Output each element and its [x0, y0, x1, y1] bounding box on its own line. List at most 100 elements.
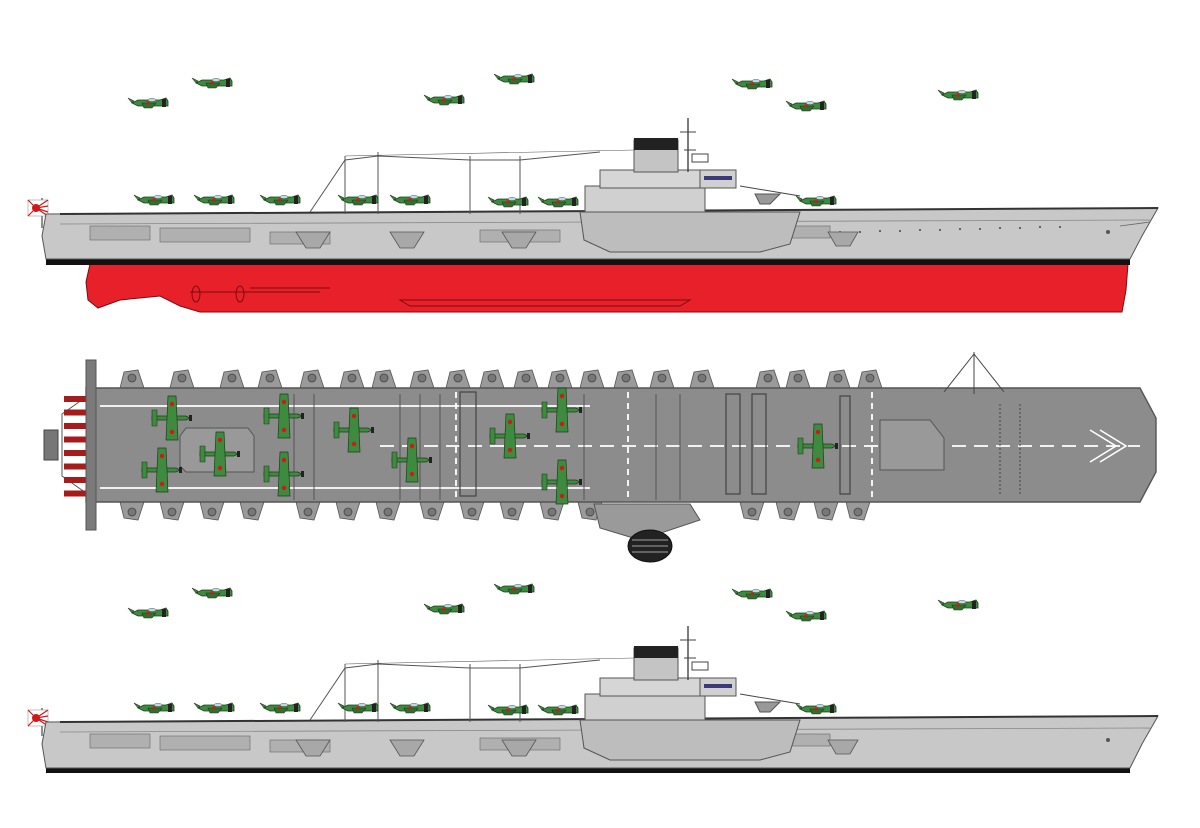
fighter-aircraft-icon: [537, 704, 579, 716]
gun-mount: [427, 507, 437, 517]
gun-mount: [833, 373, 843, 383]
deck-parked-aircraft: [133, 194, 837, 208]
deck-stripe: [64, 477, 94, 483]
deck-stripe: [64, 490, 94, 497]
gun-mount: [177, 373, 187, 383]
rising-sun-ensign-icon: [27, 198, 49, 228]
deck-parked-aircraft: [133, 702, 837, 716]
gun-mount: [763, 373, 773, 383]
gun-mount: [747, 507, 757, 517]
gun-mount: [793, 373, 803, 383]
stern-frame: [85, 359, 97, 531]
gun-mount: [853, 507, 863, 517]
fighter-aircraft-icon: [795, 195, 837, 207]
arresting-wires: [293, 394, 681, 500]
island-superstructure: [584, 118, 801, 213]
gun-mount: [247, 507, 257, 517]
gun-mount: [307, 373, 317, 383]
gun-mount: [587, 373, 597, 383]
gun-mount: [547, 507, 557, 517]
gun-mount: [697, 373, 707, 383]
fighter-aircraft-icon: [493, 73, 535, 85]
gun-mount: [383, 507, 393, 517]
fighter-aircraft-icon: [259, 702, 301, 714]
side-profile-painted: [27, 73, 1159, 313]
gun-mount: [783, 507, 793, 517]
fighter-aircraft-icon: [937, 89, 979, 101]
hull-underwater-red: [85, 263, 1129, 313]
side-profile-waterline: [27, 583, 1159, 773]
fighter-aircraft-icon: [785, 100, 827, 112]
fighter-aircraft-icon: [337, 702, 379, 714]
gun-mount: [621, 373, 631, 383]
fighter-aircraft-icon: [133, 702, 175, 714]
bow-antenna: [943, 352, 1021, 496]
gun-mount: [343, 507, 353, 517]
fighter-aircraft-icon: [785, 610, 827, 622]
fighter-aircraft-icon: [537, 196, 579, 208]
funnel-cap: [634, 646, 678, 658]
boot-topping-black: [46, 259, 1130, 265]
flying-aircraft-group: [127, 73, 979, 112]
island-blister: [579, 719, 801, 761]
fighter-aircraft-icon: [487, 196, 529, 208]
fighter-aircraft-icon: [487, 704, 529, 716]
gun-mount: [821, 507, 831, 517]
deck-stripe: [64, 436, 94, 443]
funnel-cap: [634, 138, 678, 150]
deck-stripe: [64, 450, 94, 456]
island-plan: [593, 503, 701, 563]
gun-mount: [417, 373, 427, 383]
gun-mount: [487, 373, 497, 383]
deck-markings: [100, 392, 1140, 498]
crash-barriers: [459, 391, 851, 497]
gun-mount: [467, 507, 477, 517]
stern-quarterdeck: [43, 429, 59, 461]
fighter-aircraft-icon: [193, 194, 235, 206]
masts-rigging: [309, 149, 635, 214]
masts-rigging: [309, 657, 635, 722]
gun-mount: [347, 373, 357, 383]
deck-arrow-icon: [1089, 429, 1128, 463]
gun-mount: [555, 373, 565, 383]
gun-mount: [507, 507, 517, 517]
flying-aircraft-group: [127, 583, 979, 622]
gun-mount: [265, 373, 275, 383]
island-blister: [579, 211, 801, 253]
fighter-aircraft-icon: [191, 587, 233, 599]
fighter-aircraft-icon: [127, 97, 169, 109]
gun-mount: [127, 373, 137, 383]
gun-mount: [127, 507, 137, 517]
deck-stripe: [64, 409, 94, 416]
rising-sun-ensign-icon: [27, 708, 49, 736]
fighter-aircraft-icon: [191, 77, 233, 89]
deck-stripe: [64, 463, 94, 470]
deck-stripe: [64, 423, 94, 429]
gun-mount: [585, 507, 595, 517]
fighter-aircraft-icon: [337, 194, 379, 206]
fighter-aircraft-icon: [493, 583, 535, 595]
fighter-aircraft-icon: [389, 702, 431, 714]
island-superstructure: [584, 626, 801, 721]
gun-mount: [167, 507, 177, 517]
fighter-aircraft-icon: [423, 94, 465, 106]
gun-mount: [207, 507, 217, 517]
fighter-aircraft-icon: [731, 588, 773, 600]
gun-mount: [379, 373, 389, 383]
flight-deck-plan: [43, 352, 1157, 563]
plan-sponsons: [119, 369, 883, 521]
gun-mount: [865, 373, 875, 383]
boot-topping-black: [46, 768, 1130, 773]
propeller-shafts: [190, 285, 692, 307]
fighter-aircraft-icon: [389, 194, 431, 206]
gun-mount: [303, 507, 313, 517]
gun-mount: [227, 373, 237, 383]
deck-stripe: [64, 396, 94, 402]
fighter-aircraft-icon: [133, 194, 175, 206]
fighter-aircraft-icon: [193, 702, 235, 714]
gun-mount: [657, 373, 667, 383]
fighter-aircraft-icon: [423, 603, 465, 615]
fighter-aircraft-icon: [731, 78, 773, 90]
